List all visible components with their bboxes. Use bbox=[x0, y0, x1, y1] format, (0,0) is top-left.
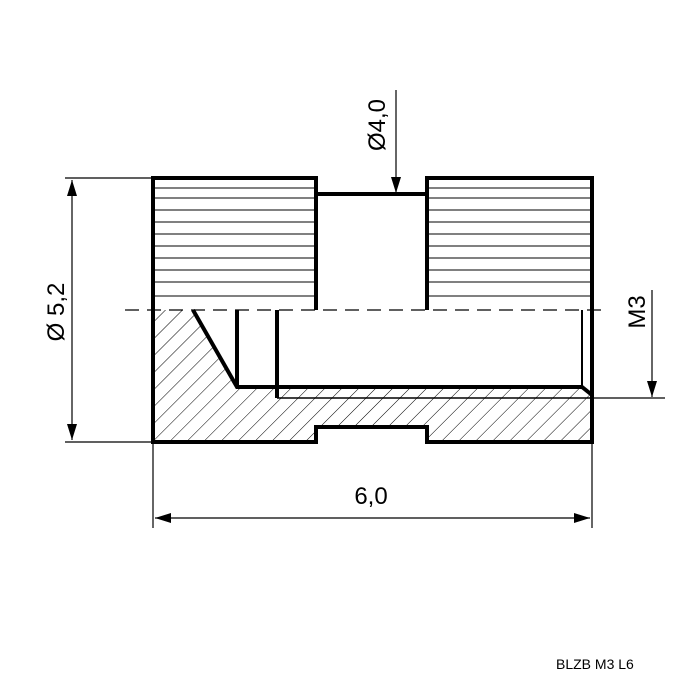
outer-diameter-label: Ø 5,2 bbox=[43, 283, 70, 342]
length-label: 6,0 bbox=[354, 483, 387, 510]
groove-diameter-label: Ø4,0 bbox=[364, 99, 391, 151]
thread-label: M3 bbox=[624, 295, 651, 328]
dimension-outer-diameter bbox=[65, 177, 153, 443]
bore-outline bbox=[191, 309, 594, 397]
knurl-right bbox=[427, 187, 592, 297]
knurl-left bbox=[153, 187, 316, 297]
section-hatch bbox=[153, 310, 592, 442]
dimension-thread bbox=[592, 290, 665, 399]
part-caption: BLZB M3 L6 bbox=[556, 656, 634, 672]
dimension-length bbox=[152, 442, 593, 528]
